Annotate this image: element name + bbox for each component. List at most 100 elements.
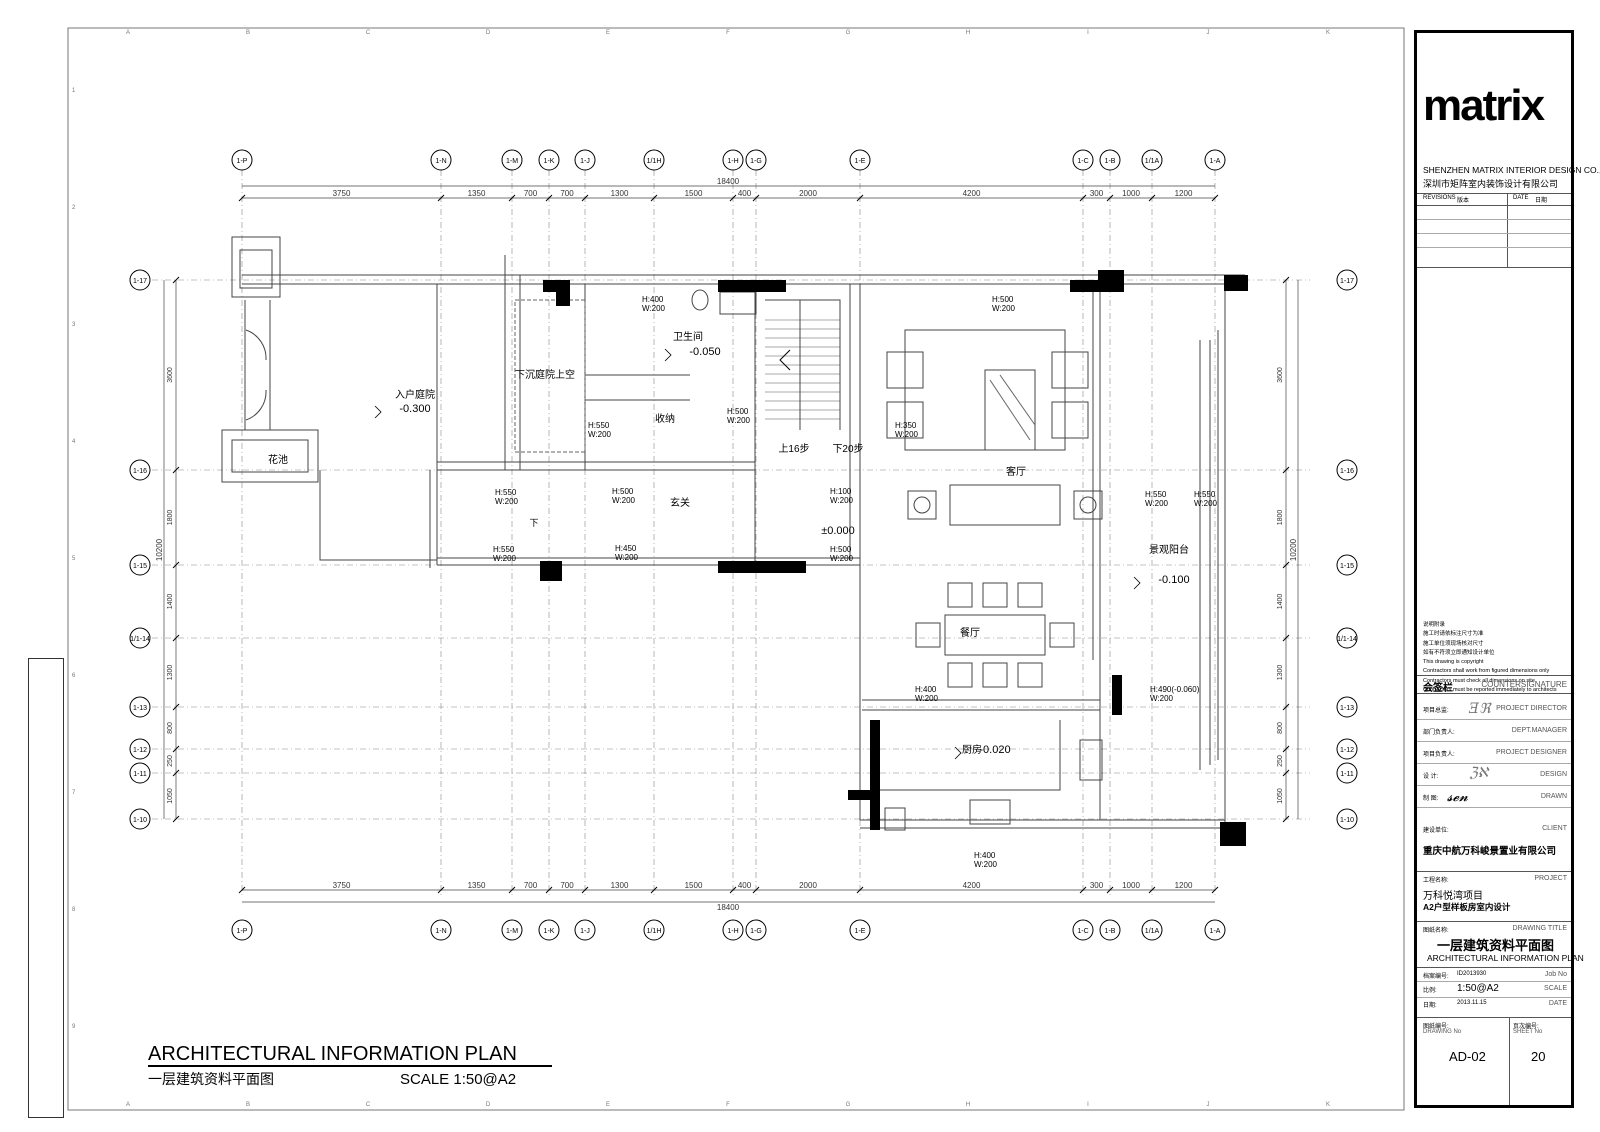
outlet-tag-width: W:200 xyxy=(588,430,612,439)
dimension-tick xyxy=(545,194,553,202)
room-level: -0.300 xyxy=(399,403,430,415)
dimension-tick xyxy=(1282,745,1290,753)
dimension-tick xyxy=(650,194,658,202)
dimension-tick xyxy=(1282,561,1290,569)
border-number-left: 1 xyxy=(72,88,76,94)
entry-door-swing xyxy=(245,329,267,421)
dimension-tick xyxy=(856,886,864,894)
countersign-cn: 会签栏 xyxy=(1423,683,1453,694)
outlet-tag-height: H:400 xyxy=(915,685,937,694)
toilet xyxy=(691,289,709,311)
sunken-court-void xyxy=(514,299,586,453)
left-stamp-strip xyxy=(28,658,64,1118)
grid-label-row: 1-17 xyxy=(1340,278,1354,285)
border-letter-bottom: K xyxy=(1326,1102,1330,1108)
date2-en: DATE xyxy=(1548,1000,1567,1007)
grid-bubble-row xyxy=(129,808,151,830)
grid-bubble-column xyxy=(231,919,253,941)
signature-director: Ǝℜ xyxy=(1469,701,1491,717)
dimension-total-text: 18400 xyxy=(717,903,740,912)
room-level: -0.050 xyxy=(689,346,720,358)
grid-label-row: 1-12 xyxy=(133,747,147,754)
structural-column xyxy=(1098,270,1124,292)
dimension-tick xyxy=(581,886,589,894)
grid-label-column: 1-K xyxy=(544,158,555,165)
dining-chair xyxy=(947,662,973,688)
grid-bubble-column xyxy=(430,919,452,941)
dimension-tick xyxy=(1211,194,1219,202)
grid-label-column: 1/1A xyxy=(1145,158,1160,165)
dimension-text: 1000 xyxy=(1122,881,1140,890)
signature-design: ℨℵ xyxy=(1469,765,1489,781)
dining-chair xyxy=(947,582,973,608)
border-number-left: 8 xyxy=(72,907,76,913)
grid-bubble-column xyxy=(538,149,560,171)
plan-scale: SCALE 1:50@A2 xyxy=(400,1071,516,1088)
plan-title-en: ARCHITECTURAL INFORMATION PLAN xyxy=(148,1043,517,1065)
outlet-tag-width: W:200 xyxy=(992,304,1016,313)
dimension-tick xyxy=(856,194,864,202)
grid-label-column: 1-P xyxy=(237,158,248,165)
grid-bubble-row xyxy=(1336,269,1358,291)
sheet-number: 20 xyxy=(1531,1049,1546,1064)
dining-chair xyxy=(982,662,1008,688)
grid-label-column: 1-G xyxy=(750,928,762,935)
dining-chair xyxy=(1049,622,1075,648)
structural-column xyxy=(1070,280,1100,292)
dimension-text: 3750 xyxy=(333,189,351,198)
armchair xyxy=(886,401,924,439)
dimension-tick xyxy=(172,815,180,823)
grid-label-column: 1/1H xyxy=(647,928,662,935)
drawing-no-en: DRAWING No xyxy=(1423,1029,1462,1035)
grid-bubble-row xyxy=(1336,696,1358,718)
outlet-tag-width: W:200 xyxy=(615,553,639,562)
grid-label-row: 1-16 xyxy=(1340,468,1354,475)
drawing-title-cn: 一层建筑资料平面图 xyxy=(1437,938,1555,953)
grid-label-row: 1/1-14 xyxy=(130,636,150,643)
border-letter-bottom: D xyxy=(486,1102,491,1108)
structural-column xyxy=(1224,275,1248,291)
dimension-text-vertical: 1300 xyxy=(1277,665,1284,681)
stair-arrow xyxy=(779,349,791,371)
room-labels: 入户庭院-0.300花池下沉庭院上空卫生间-0.050收纳玄关上16步下20步客… xyxy=(268,295,1218,869)
outlet-tag-height: H:550 xyxy=(1194,490,1216,499)
sheet-no-label: 页次编号: xyxy=(1513,1024,1539,1030)
outlet-tag-height: H:500 xyxy=(992,295,1014,304)
grid-bubble-column xyxy=(745,149,767,171)
room-label: 下沉庭院上空 xyxy=(515,368,575,381)
sheet-frame xyxy=(67,27,1405,1111)
dimension-text-vertical: 250 xyxy=(167,755,174,767)
dining-chair xyxy=(915,622,941,648)
border-letter-bottom: C xyxy=(366,1102,371,1108)
grid-bubble-column xyxy=(231,149,253,171)
side-table xyxy=(1073,490,1103,520)
dimension-text: 400 xyxy=(738,881,752,890)
border-letter-top: G xyxy=(846,30,851,36)
dimension-tick xyxy=(1282,703,1290,711)
dimension-tick xyxy=(1282,769,1290,777)
grid-label-column: 1-N xyxy=(435,928,446,935)
grid-label-column: 1-B xyxy=(1105,928,1116,935)
outlet-tag-width: W:200 xyxy=(895,430,919,439)
dimension-text-vertical: 3600 xyxy=(1277,367,1284,383)
grid-label-row: 1-10 xyxy=(133,817,147,824)
grid-label-row: 1-11 xyxy=(133,771,147,778)
level-marker xyxy=(374,405,382,419)
stair-down-label: 下 xyxy=(529,518,538,528)
dimension-text-vertical: 1800 xyxy=(167,510,174,526)
dimension-text: 1300 xyxy=(611,189,629,198)
outlet-tag-height: H:400 xyxy=(642,295,664,304)
dimension-text: 1000 xyxy=(1122,189,1140,198)
grid-label-column: 1-M xyxy=(506,928,518,935)
outlet-tag-height: H:400 xyxy=(974,851,996,860)
border-number-left: 5 xyxy=(72,556,76,562)
grid-bubble-row xyxy=(1336,459,1358,481)
gate-pier-inner xyxy=(239,249,273,289)
grid-bubble-column xyxy=(501,149,523,171)
outlet-tag-width: W:200 xyxy=(642,304,666,313)
outlet-tag-height: H:490(-0.060) xyxy=(1150,685,1200,694)
grid-bubble-row xyxy=(129,696,151,718)
dimension-tick xyxy=(172,276,180,284)
dimension-text-vertical: 800 xyxy=(167,722,174,734)
outlet-tag-width: W:200 xyxy=(495,497,519,506)
